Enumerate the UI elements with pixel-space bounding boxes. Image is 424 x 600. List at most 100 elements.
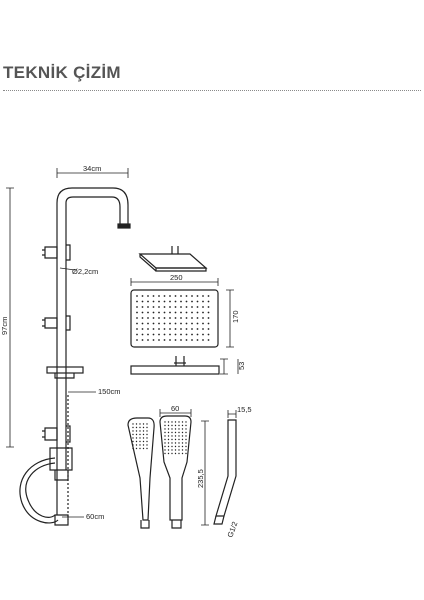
nozzle-dot <box>181 428 184 430</box>
nozzle-dot <box>202 311 204 314</box>
nozzle-dot <box>147 300 149 303</box>
nozzle-dot <box>174 295 177 297</box>
nozzle-dot <box>158 295 160 297</box>
nozzle-dot <box>135 430 138 432</box>
nozzle-dot <box>167 449 170 451</box>
nozzle-dot <box>136 328 138 330</box>
nozzle-dot <box>180 333 182 336</box>
nozzle-dot <box>191 339 193 341</box>
nozzle-dot <box>202 333 204 336</box>
nozzle-dot <box>180 306 182 308</box>
nozzle-dot <box>180 311 182 314</box>
nozzle-dot <box>185 438 187 441</box>
nozzle-dot <box>185 442 187 444</box>
nozzle-dot <box>164 424 166 427</box>
nozzle-dot <box>152 300 155 303</box>
nozzle-dot <box>167 442 170 444</box>
nozzle-dot <box>152 339 155 341</box>
nozzle-dot <box>178 435 180 437</box>
nozzle-dot <box>207 306 210 308</box>
nozzle-dot <box>196 306 199 308</box>
nozzle-dot <box>163 311 166 314</box>
nozzle-dot <box>132 437 134 439</box>
nozzle-dot <box>207 322 210 325</box>
nozzle-dot <box>185 421 187 423</box>
nozzle-dot <box>202 328 204 330</box>
nozzle-dot <box>174 328 177 330</box>
nozzle-dot <box>152 295 155 297</box>
dim-head-thickness: 53 <box>237 362 246 370</box>
dim-hand-length: 235,5 <box>196 469 205 488</box>
nozzle-dot <box>207 295 210 297</box>
nozzle-dot <box>181 435 184 437</box>
nozzle-dot <box>185 317 188 319</box>
nozzle-dot <box>167 452 170 455</box>
nozzle-dot <box>191 306 193 308</box>
nozzle-dot <box>136 333 138 336</box>
nozzle-dot <box>174 445 177 448</box>
hand-shower-tilted-nozzles <box>132 423 148 450</box>
nozzle-dot <box>142 430 145 432</box>
nozzle-dot <box>169 328 171 330</box>
nozzle-dot <box>181 449 184 451</box>
nozzle-dot <box>139 426 141 429</box>
nozzle-dot <box>174 449 177 451</box>
nozzle-dot <box>178 449 180 451</box>
nozzle-dot <box>167 438 170 441</box>
nozzle-dot <box>171 428 173 430</box>
nozzle-dot <box>171 435 173 437</box>
nozzle-dot <box>163 295 166 297</box>
nozzle-dot <box>207 300 210 303</box>
nozzle-dot <box>139 433 141 436</box>
nozzle-dot <box>152 317 155 319</box>
nozzle-dot <box>132 423 134 425</box>
nozzle-dot <box>152 311 155 314</box>
nozzle-dot <box>169 311 171 314</box>
nozzle-dot <box>180 339 182 341</box>
nozzle-dot <box>135 423 138 425</box>
nozzle-dot <box>180 317 182 319</box>
nozzle-dot <box>163 300 166 303</box>
nozzle-dot <box>191 295 193 297</box>
nozzle-dot <box>191 322 193 325</box>
nozzle-dot <box>207 317 210 319</box>
nozzle-dot <box>158 317 160 319</box>
nozzle-dot <box>178 421 180 423</box>
nozzle-dot <box>147 322 149 325</box>
nozzle-dot <box>158 311 160 314</box>
nozzle-dot <box>135 440 138 443</box>
nozzle-dot <box>152 306 155 308</box>
nozzle-dot <box>139 440 141 443</box>
nozzle-dot <box>141 317 144 319</box>
nozzle-dot <box>174 428 177 430</box>
nozzle-dot <box>152 322 155 325</box>
nozzle-dot <box>169 317 171 319</box>
nozzle-dot <box>135 447 138 450</box>
nozzle-dot <box>191 311 193 314</box>
rain-head-top-view <box>130 278 234 348</box>
nozzle-dot <box>202 339 204 341</box>
nozzle-dot <box>171 431 173 434</box>
nozzle-dot <box>136 339 138 341</box>
nozzle-dot <box>164 428 166 430</box>
nozzle-dot <box>158 306 160 308</box>
nozzle-dot <box>167 431 170 434</box>
nozzle-dot <box>164 435 166 437</box>
nozzle-dot <box>167 421 170 423</box>
nozzle-dot <box>196 339 199 341</box>
nozzle-dot <box>147 295 149 297</box>
nozzle-dot <box>196 300 199 303</box>
nozzle-dot <box>141 339 144 341</box>
nozzle-dot <box>181 421 184 423</box>
nozzle-dot <box>167 435 170 437</box>
nozzle-dot <box>174 306 177 308</box>
nozzle-dot <box>174 311 177 314</box>
nozzle-dot <box>142 423 145 425</box>
nozzle-dot <box>136 306 138 308</box>
nozzle-dot <box>164 445 166 448</box>
nozzle-dot <box>146 430 148 432</box>
nozzle-dot <box>135 444 138 446</box>
nozzle-dot <box>196 295 199 297</box>
nozzle-dot <box>196 317 199 319</box>
